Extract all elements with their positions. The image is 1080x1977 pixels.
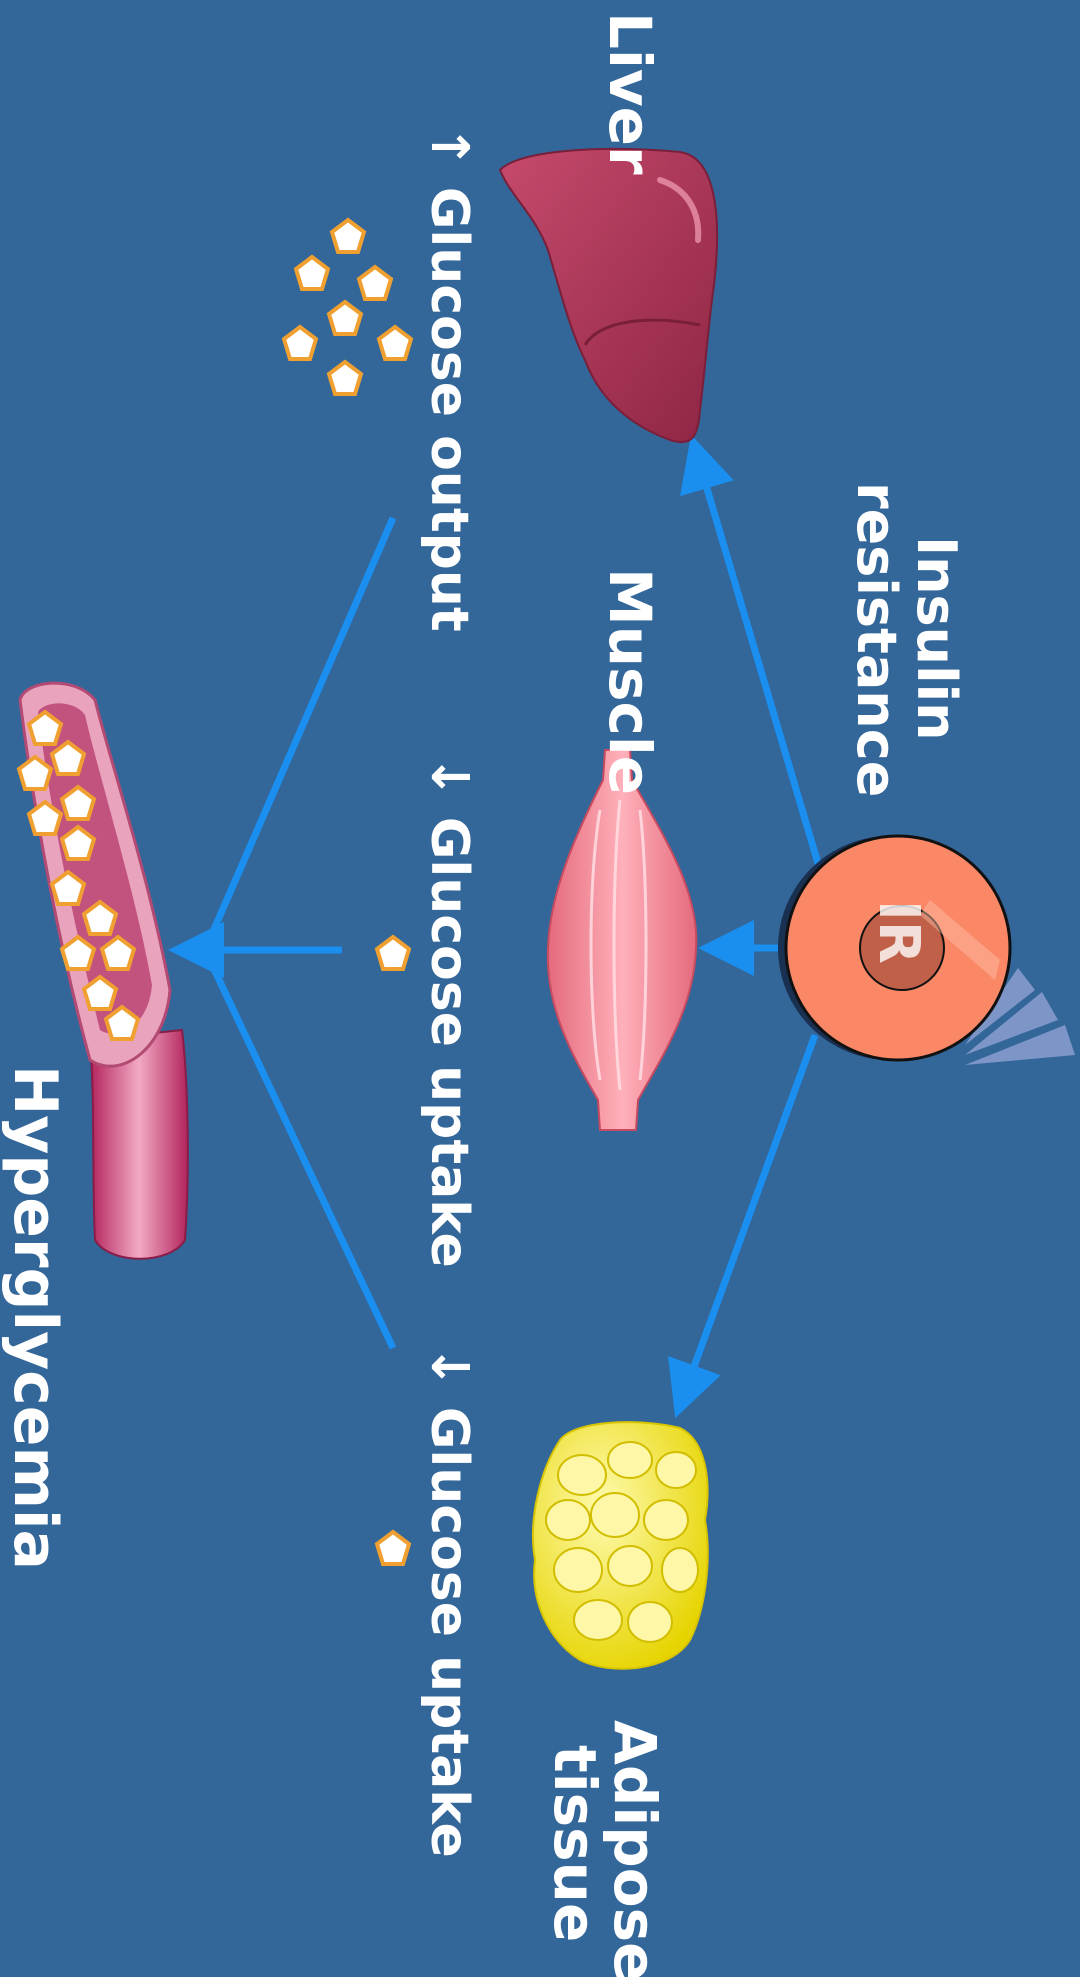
muscle-label: Muscle: [596, 568, 664, 795]
line-liver-to-hyperglycemia: [205, 518, 393, 950]
glucose-molecule-icon: [329, 362, 361, 394]
muscle-icon: [548, 750, 696, 1130]
insulin-receptor-icon: IR: [778, 836, 1075, 1065]
glucose-molecule-icon: [332, 220, 364, 252]
decrease-arrow-icon: ↓: [419, 1345, 479, 1389]
liver-icon: [500, 149, 717, 442]
liver-process-text: Glucose output: [419, 187, 479, 632]
muscle-process-text: Glucose uptake: [419, 817, 479, 1268]
glucose-molecules: [19, 220, 411, 1564]
adipose-process-label: ↓ Glucose uptake: [419, 1345, 479, 1858]
insulin-resistance-label-line2: resistance: [845, 482, 908, 797]
adipose-process-text: Glucose uptake: [419, 1407, 479, 1858]
arrows: [182, 448, 820, 1405]
glucose-molecule-icon: [284, 327, 316, 359]
insulin-resistance-label-line1: Insulin: [905, 536, 968, 741]
liver-process-label: ↑ Glucose output: [419, 125, 479, 632]
glucose-molecule-icon: [296, 257, 328, 289]
muscle-process-label: ↓ Glucose uptake: [419, 755, 479, 1268]
glucose-molecule-icon: [329, 302, 361, 334]
glucose-molecule-icon: [377, 1532, 409, 1564]
arrow-receptor-to-adipose: [680, 1035, 815, 1405]
line-adipose-to-hyperglycemia: [205, 950, 393, 1348]
insulin-receptor-label: IR: [866, 900, 931, 964]
increase-arrow-icon: ↑: [419, 125, 479, 169]
liver-label: Liver: [596, 12, 664, 175]
glucose-molecule-icon: [377, 937, 409, 969]
hyperglycemia-label: Hyperglycemia: [0, 1065, 70, 1570]
adipose-tissue-icon: [533, 1422, 708, 1669]
decrease-arrow-icon: ↓: [419, 755, 479, 799]
glucose-molecule-icon: [379, 327, 411, 359]
adipose-label-line2: tissue: [541, 1745, 609, 1942]
glucose-molecule-icon: [359, 267, 391, 299]
adipose-label-line1: Adipose: [601, 1720, 669, 1977]
arrow-receptor-to-liver: [695, 448, 820, 870]
